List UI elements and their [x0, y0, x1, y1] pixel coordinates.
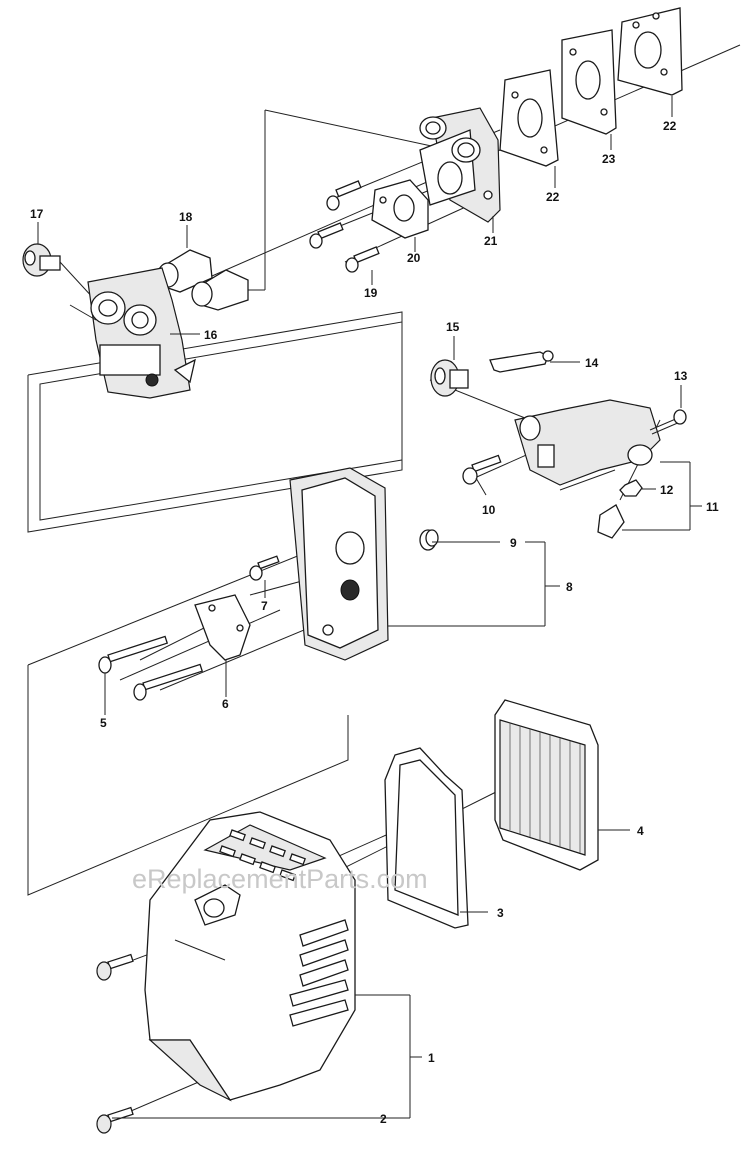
callout-22-top: 22 [663, 119, 677, 133]
callout-9: 9 [510, 536, 517, 550]
gasket-22-top [617, 7, 683, 96]
callout-22-middle: 22 [546, 190, 560, 204]
callout-3: 3 [497, 906, 504, 920]
watermark-text: eReplacementParts.com [132, 864, 428, 894]
carburetor-16 [69, 267, 196, 399]
bolts-5 [98, 635, 204, 701]
callout-19: 19 [364, 286, 378, 300]
nut-12 [597, 479, 643, 539]
air-filter-4 [494, 699, 599, 871]
callout-7: 7 [261, 599, 268, 613]
callout-14: 14 [585, 356, 599, 370]
filter-housing-8 [289, 467, 389, 661]
callout-8: 8 [566, 580, 573, 594]
screw-13 [649, 409, 687, 435]
gasket-20 [371, 179, 429, 239]
callout-12: 12 [660, 483, 674, 497]
callout-2: 2 [380, 1112, 387, 1126]
callout-17: 17 [30, 207, 44, 221]
callout-13: 13 [674, 369, 688, 383]
rod-14 [489, 350, 554, 373]
screws-2 [96, 953, 134, 1134]
primer-17 [22, 243, 96, 301]
bolt-10 [462, 454, 502, 485]
callout-15: 15 [446, 320, 460, 334]
callout-23: 23 [602, 152, 616, 166]
grommet-9 [419, 529, 439, 551]
callout-16: 16 [204, 328, 218, 342]
callout-10: 10 [482, 503, 496, 517]
bracket-6 [194, 594, 251, 661]
callout-21: 21 [484, 234, 498, 248]
part-15 [430, 359, 469, 397]
cover-1 [144, 811, 356, 1102]
callout-6: 6 [222, 697, 229, 711]
callout-numbers: 1 2 3 4 5 6 7 8 9 10 11 12 13 14 15 16 1… [30, 119, 719, 1126]
gasket-23 [561, 29, 617, 135]
gasket-22-middle [499, 69, 559, 167]
callout-4: 4 [637, 824, 644, 838]
callout-5: 5 [100, 716, 107, 730]
callout-20: 20 [407, 251, 421, 265]
intake-manifold-21 [419, 107, 501, 223]
callout-11: 11 [706, 500, 719, 514]
bolts-19 [309, 180, 380, 273]
throttle-assembly-11 [514, 399, 661, 486]
filter-element-3 [384, 747, 469, 929]
screw-7 [249, 555, 280, 581]
leader-lines [37, 96, 702, 1119]
callout-1: 1 [428, 1051, 435, 1065]
callout-18: 18 [179, 210, 193, 224]
